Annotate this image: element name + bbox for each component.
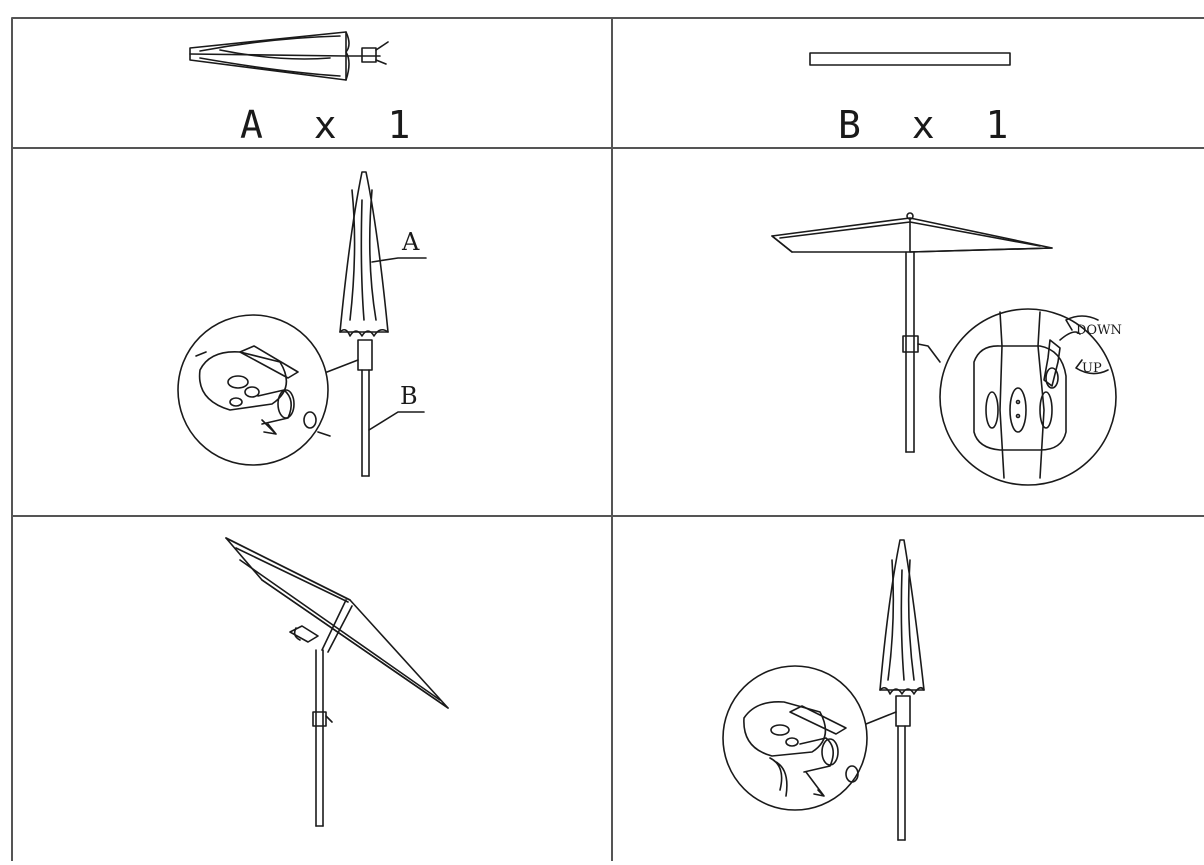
part-b-pole — [809, 52, 1011, 66]
part-a-quantity-label: A x 1 — [240, 103, 425, 147]
step-4-close-umbrella — [722, 539, 925, 841]
callout-label-a: A — [401, 228, 420, 256]
step-1-insert-pole — [177, 171, 427, 477]
step-2-open-umbrella — [771, 212, 1117, 486]
crank-down-label: DOWN — [1076, 323, 1122, 338]
step-3-tilt-umbrella — [225, 537, 449, 827]
callout-label-b: B — [400, 382, 418, 410]
table-grid — [11, 17, 1204, 865]
part-a-folded-umbrella — [189, 31, 389, 81]
part-b-quantity-label: B x 1 — [838, 103, 1023, 147]
crank-up-label: UP — [1082, 361, 1102, 376]
